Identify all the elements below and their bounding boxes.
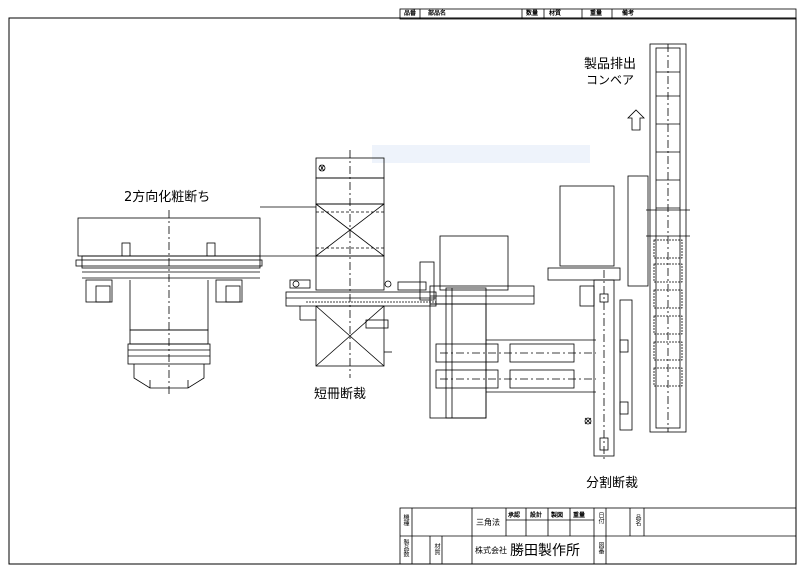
tb-drawing-number: 図番 (597, 542, 604, 554)
tb-date: 日付 (597, 512, 604, 524)
discharge-conveyor-drawing (627, 43, 690, 433)
title-block (399, 507, 797, 565)
tb-machine-type: 機種 (402, 514, 409, 526)
tb-product-name: 品名 (634, 514, 641, 526)
strip-cutter-drawing (285, 150, 437, 378)
strip-cutting-label: 短冊断裁 (314, 387, 367, 402)
tb-drafting: 製図 (551, 512, 564, 519)
tb-approval: 承認 (508, 512, 521, 519)
parts-list-header (399, 8, 797, 20)
up-arrow-icon (627, 109, 645, 131)
split-cutter-drawing (429, 175, 649, 462)
header-weight: 重量 (590, 10, 603, 17)
header-quantity: 数量 (526, 10, 539, 17)
header-remarks: 備考 (622, 10, 635, 17)
tb-company-name: 勝田製作所 (510, 543, 580, 559)
header-material: 材質 (549, 10, 562, 17)
drawing-frame (8, 17, 797, 565)
conveyor-label-line2: コンベア (586, 73, 635, 87)
tb-projection: 三角法 (476, 518, 500, 527)
header-part-no: 品番 (404, 10, 417, 17)
header-part-name: 部品名 (428, 10, 447, 17)
watermark-band (372, 145, 590, 163)
two-direction-trimmer-drawing (75, 206, 316, 395)
tb-material: 材質 (433, 543, 440, 555)
conveyor-label-line1: 製品排出 (584, 57, 637, 72)
tb-company-prefix: 株式会社 (475, 546, 507, 555)
two-direction-cutting-label: 2方向化粧断ち (124, 190, 211, 205)
tb-design: 設計 (530, 512, 543, 519)
tb-product-number: 製品数 (402, 539, 409, 557)
split-cutting-label: 分割断裁 (586, 476, 639, 491)
tb-weight: 重量 (573, 512, 586, 519)
